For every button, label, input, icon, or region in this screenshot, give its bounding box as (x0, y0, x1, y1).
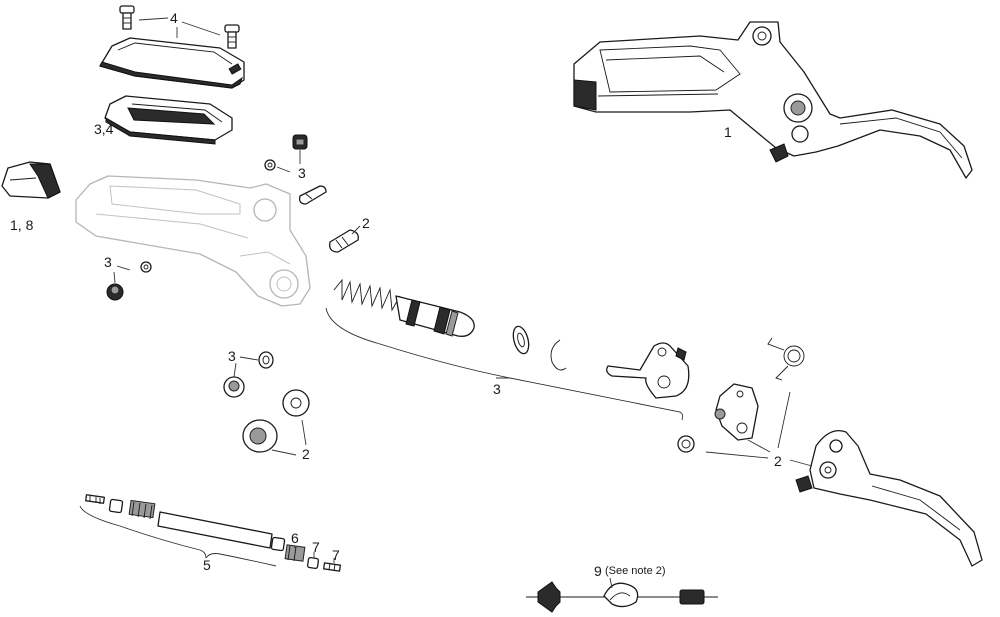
reservoir-cap (99, 37, 245, 89)
leader-lower-3 (113, 265, 131, 284)
bushing-small (258, 351, 274, 369)
lever-assembly (573, 21, 973, 179)
bleed-port-pin (298, 185, 327, 205)
callout-bushing-a: 3 (228, 348, 236, 364)
pushrod-link (606, 342, 690, 399)
master-cylinder-body-ghost (75, 175, 311, 307)
callout-pivot-pin: 2 (362, 215, 370, 231)
piston (395, 295, 475, 337)
pivot-pin (329, 225, 361, 253)
bracket-piston-kit (325, 307, 684, 421)
leader-bushing-2 (271, 419, 307, 456)
callout-diaphragm: 3,4 (94, 121, 114, 137)
cap-screw-right (224, 24, 240, 49)
hose-insert-a (306, 556, 320, 570)
callout-compression-nut: 6 (291, 530, 299, 546)
callout-bushing-b: 2 (302, 446, 310, 462)
callout-screws-cap: 4 (170, 10, 178, 26)
leader-bushing-3 (233, 356, 259, 378)
olive-a (108, 498, 124, 514)
bleed-tool (526, 577, 718, 613)
bracket-hose-kit (79, 505, 335, 567)
callout-bleed-fittings-lower: 3 (104, 254, 112, 270)
clamp-cover (1, 161, 61, 199)
reservoir-diaphragm (104, 95, 233, 145)
leader-blade-kit (705, 391, 813, 467)
callout-piston-kit: 3 (493, 381, 501, 397)
callout-clamp-cover: 1, 8 (10, 217, 34, 233)
leader-upper-3 (276, 150, 301, 173)
retaining-clip (550, 339, 567, 371)
callout-bleed-fittings-upper: 3 (298, 165, 306, 181)
callout-lever-blade-kit: 2 (774, 453, 782, 469)
compression-nut-a (128, 499, 156, 520)
callout-insert-b: 7 (332, 547, 340, 563)
lever-blade (795, 429, 983, 567)
callout-bleed-tool-note: (See note 2) (605, 565, 666, 577)
hose-line (157, 511, 273, 549)
lever-cam (714, 383, 759, 441)
piston-spring (333, 278, 401, 312)
spring-coil (767, 337, 805, 381)
bushing-large-b (242, 419, 278, 453)
olive-b (270, 536, 286, 552)
compression-nut-b (284, 544, 306, 562)
oring-upper (264, 159, 276, 171)
oring-lower (140, 261, 152, 273)
bleed-screw-lower (106, 283, 124, 301)
leader-screws (138, 17, 221, 38)
callout-bleed-tool: 9 (594, 563, 602, 579)
cam-washer (677, 435, 695, 453)
bushing-large-a (223, 376, 245, 398)
callout-hose-kit: 5 (203, 557, 211, 573)
hose-barb (85, 494, 105, 504)
washer-large (282, 389, 310, 417)
piston-washer (512, 325, 530, 355)
cap-screw-left (119, 5, 135, 30)
hose-insert-b (323, 562, 341, 572)
callout-lever-assembly: 1 (724, 124, 732, 140)
bleed-screw-upper (292, 134, 308, 150)
callout-insert-a: 7 (312, 539, 320, 555)
